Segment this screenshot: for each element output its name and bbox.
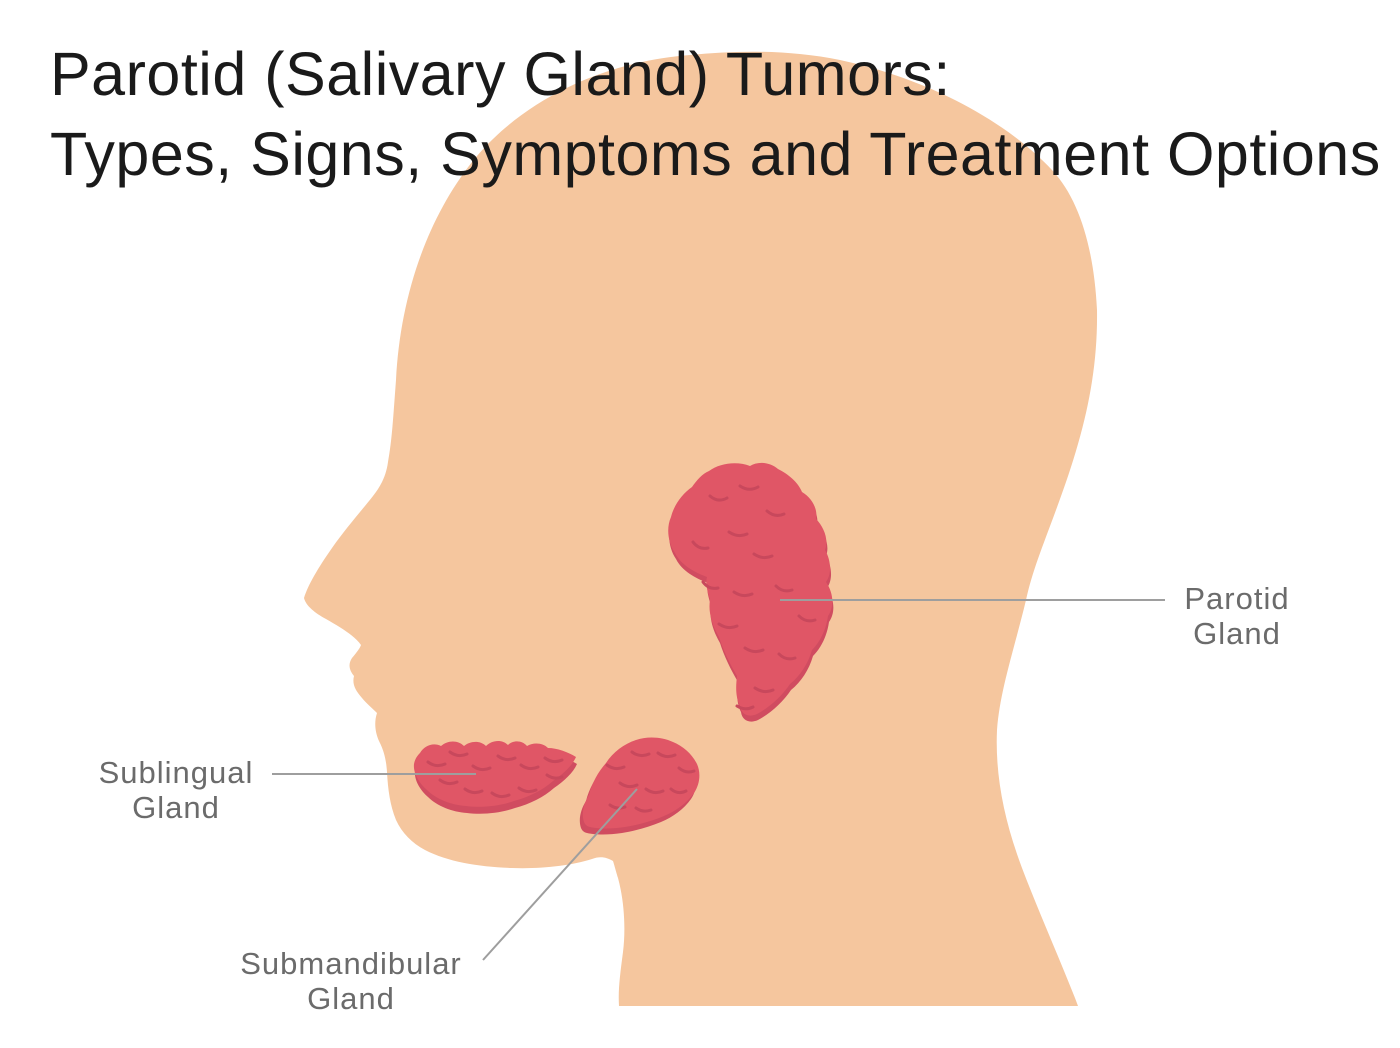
submandibular-gland-texture bbox=[605, 750, 696, 813]
submandibular-leader-line bbox=[482, 788, 638, 961]
parotid-gland-label-line-2: Gland bbox=[1193, 616, 1281, 651]
submandibular-gland-label-line-2: Gland bbox=[307, 981, 395, 1016]
sublingual-gland-texture bbox=[426, 750, 564, 799]
parotid-gland bbox=[668, 462, 834, 722]
submandibular-gland bbox=[579, 737, 700, 835]
parotid-gland-shape bbox=[668, 462, 833, 716]
leader-lines bbox=[272, 599, 1165, 961]
parotid-gland-label-line-1: Parotid bbox=[1184, 581, 1290, 616]
sublingual-gland-label: Sublingual Gland bbox=[56, 755, 296, 825]
sublingual-gland-label-line-2: Gland bbox=[132, 790, 220, 825]
sublingual-gland-label-line-1: Sublingual bbox=[98, 755, 254, 790]
page-title-line-1: Parotid (Salivary Gland) Tumors: bbox=[50, 40, 951, 108]
page-title-line-2: Types, Signs, Symptoms and Treatment Opt… bbox=[50, 120, 1381, 188]
page-title: Parotid (Salivary Gland) Tumors: Types, … bbox=[50, 34, 1381, 194]
parotid-gland-label: Parotid Gland bbox=[1137, 581, 1337, 651]
parotid-gland-texture bbox=[691, 484, 817, 711]
submandibular-gland-label: Submandibular Gland bbox=[211, 946, 491, 1016]
submandibular-gland-label-line-1: Submandibular bbox=[240, 946, 462, 981]
sublingual-gland bbox=[413, 740, 577, 814]
